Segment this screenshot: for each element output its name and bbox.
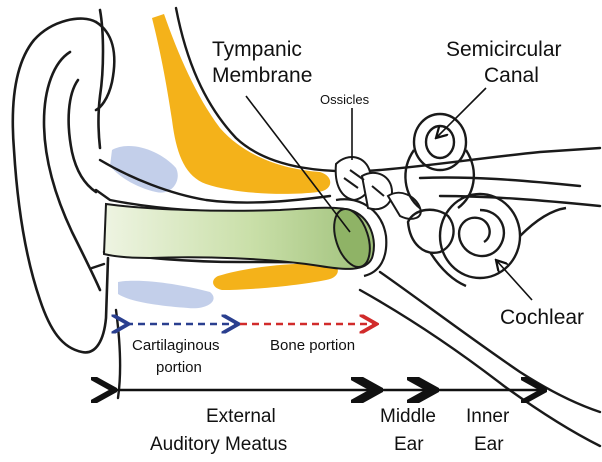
label-membrane: Membrane (212, 64, 312, 87)
label-portion: portion (156, 359, 202, 376)
label-semicircular: Semicircular (446, 38, 562, 61)
label-cartilaginous: Cartilaginous (132, 337, 220, 354)
label-inner: Inner (466, 406, 510, 427)
label-middle-ear: Ear (394, 434, 424, 455)
pointer-semicircular (436, 88, 486, 138)
cartilage-lower (118, 281, 214, 309)
temporal-bone-lower (213, 264, 338, 291)
label-bone-portion: Bone portion (270, 337, 355, 354)
label-auditory-meatus: Auditory Meatus (150, 434, 287, 455)
label-tympanic: Tympanic (212, 38, 302, 61)
label-inner-ear: Ear (474, 434, 504, 455)
pointer-cochlear (496, 260, 532, 300)
label-external: External (206, 406, 276, 427)
ear-canal (104, 204, 374, 269)
label-canal: Canal (484, 64, 539, 87)
label-cochlear: Cochlear (500, 306, 584, 329)
label-middle: Middle (380, 406, 436, 427)
pinna (13, 10, 114, 352)
cochlea (408, 194, 566, 286)
cartilage-upper (110, 146, 178, 193)
label-ossicles: Ossicles (320, 92, 370, 107)
